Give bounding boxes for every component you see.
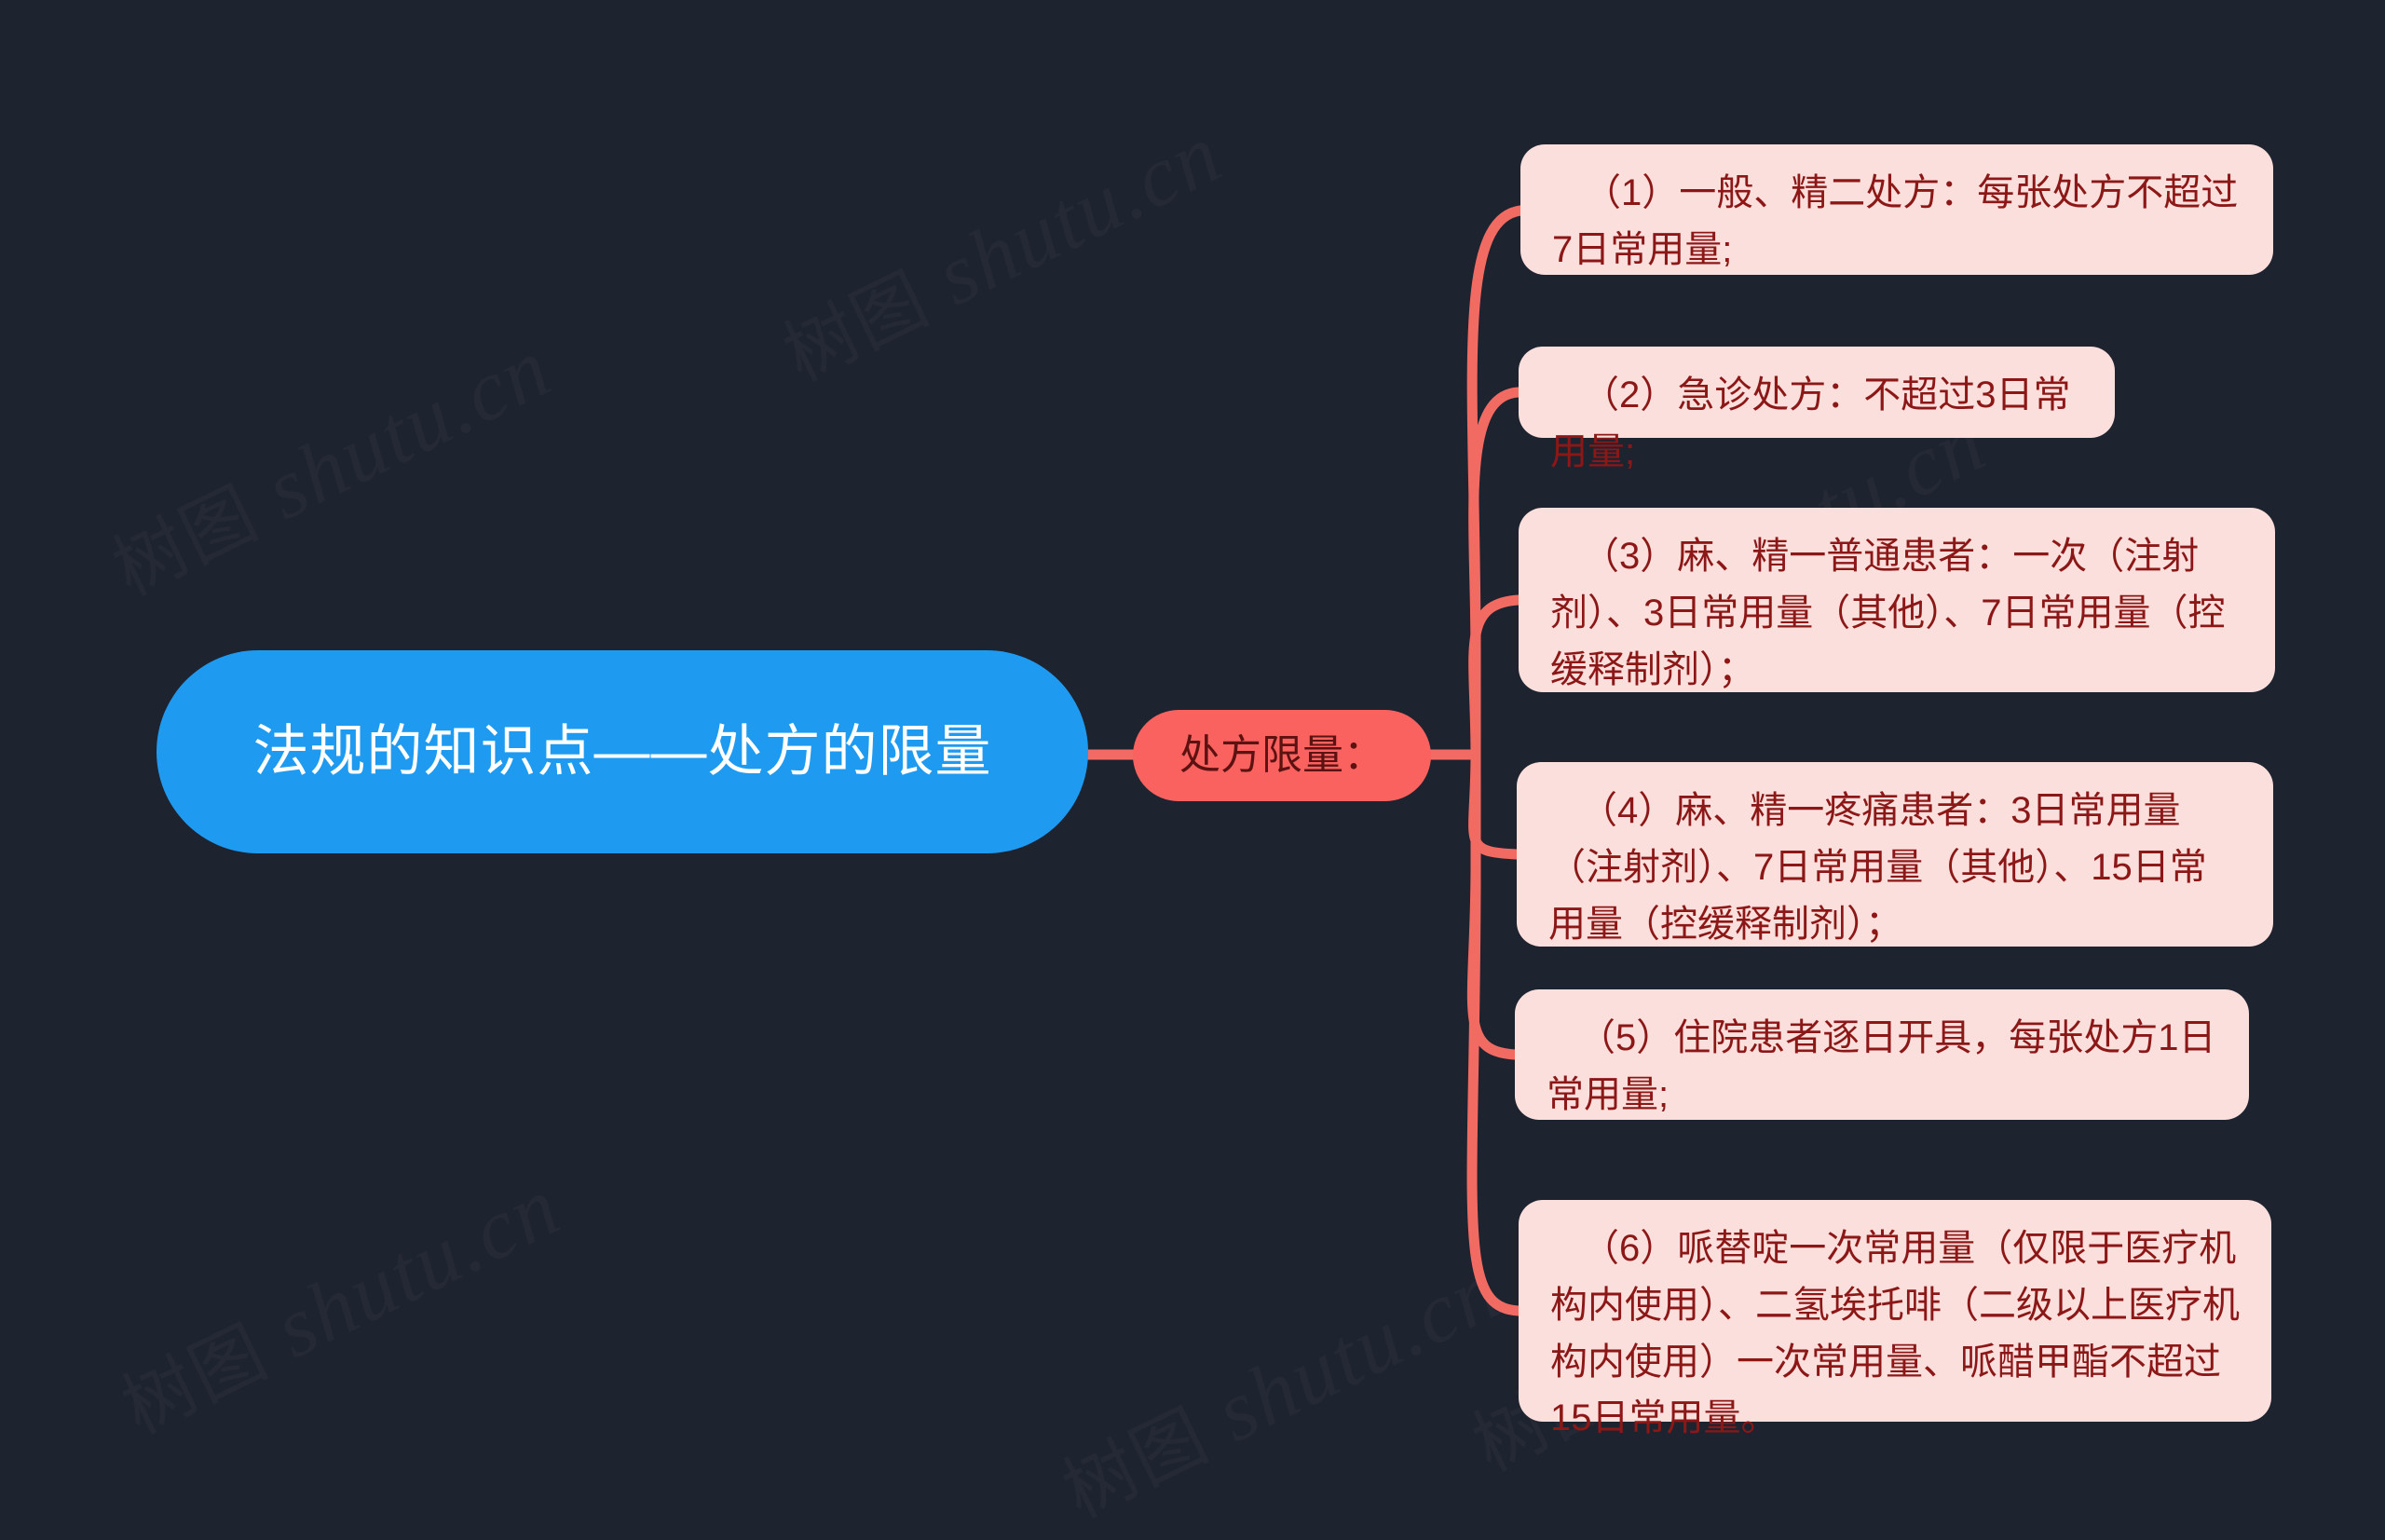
connector-to-leaf-1 <box>1466 205 1526 658</box>
branch-node-prescription-limit[interactable]: 处方限量： <box>1133 710 1431 801</box>
watermark: 树图 shutu.cn <box>93 313 566 615</box>
watermark: 树图 shutu.cn <box>102 1152 576 1453</box>
leaf-node-6-label: （6）哌替啶一次常用量（仅限于医疗机构内使用）、二氢埃托啡（二级以上医疗机构内使… <box>1550 1228 2240 1439</box>
connector-to-leaf-4 <box>1468 749 1522 860</box>
leaf-node-3-label: （3）麻、精一普通患者：一次（注射剂）、3日常用量（其他）、7日常用量（控缓释制… <box>1550 536 2226 690</box>
leaf-node-3[interactable]: （3）麻、精一普通患者：一次（注射剂）、3日常用量（其他）、7日常用量（控缓释制… <box>1519 508 2275 692</box>
leaf-node-6[interactable]: （6）哌替啶一次常用量（仅限于医疗机构内使用）、二氢埃托啡（二级以上医疗机构内使… <box>1519 1200 2271 1438</box>
leaf-node-1[interactable]: （1）一般、精二处方：每张处方不超过7日常用量; <box>1520 144 2273 275</box>
root-node[interactable]: 法规的知识点——处方的限量 <box>157 650 1088 853</box>
leaf-node-2[interactable]: （2）急诊处方：不超过3日常用量; <box>1519 347 2115 472</box>
watermark: 树图 shutu.cn <box>764 99 1237 401</box>
leaf-node-1-label: （1）一般、精二处方：每张处方不超过7日常用量; <box>1552 172 2239 270</box>
leaf-node-4-label: （4）麻、精一疼痛患者：3日常用量（注射剂）、7日常用量（其他）、15日常用量（… <box>1548 790 2207 945</box>
leaf-node-5[interactable]: （5）住院患者逐日开具，每张处方1日常用量; <box>1515 989 2249 1120</box>
leaf-node-5-label: （5）住院患者逐日开具，每张处方1日常用量; <box>1547 1017 2216 1115</box>
connector-to-leaf-2 <box>1468 387 1524 658</box>
leaf-node-2-label: （2）急诊处方：不超过3日常用量; <box>1550 375 2071 472</box>
connector-to-leaf-3 <box>1468 594 1524 760</box>
branch-node-label: 处方限量： <box>1179 731 1384 778</box>
connector-to-leaf-5 <box>1466 861 1520 1060</box>
leaf-node-4[interactable]: （4）麻、精一疼痛患者：3日常用量（注射剂）、7日常用量（其他）、15日常用量（… <box>1517 762 2273 947</box>
root-node-label: 法规的知识点——处方的限量 <box>252 719 992 783</box>
watermark: 树图 shutu.cn <box>1043 1235 1517 1537</box>
connector-to-leaf-6 <box>1466 861 1524 1316</box>
